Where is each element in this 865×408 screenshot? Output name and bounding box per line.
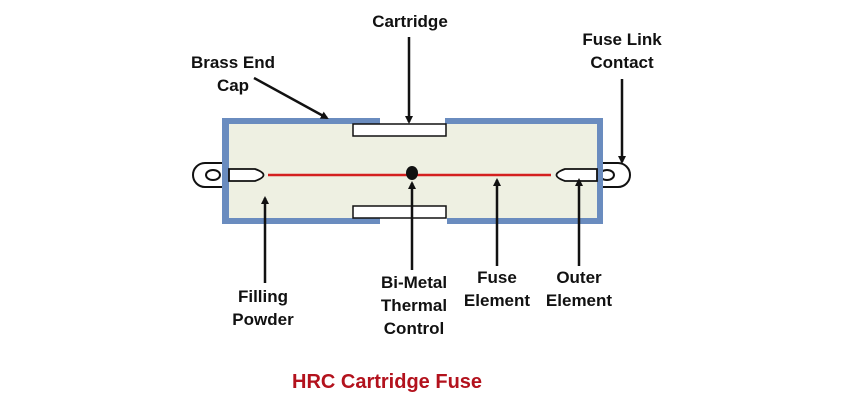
cartridge-top [352, 123, 447, 137]
inner-terminal-left [228, 168, 265, 182]
bimetal-blob [406, 166, 418, 180]
label-filling-powder: Filling Powder [232, 287, 294, 329]
left-contact [192, 162, 222, 188]
arrow-brass-end-cap [253, 76, 329, 120]
label-cartridge: Cartridge [372, 12, 448, 31]
diagram-title: HRC Cartridge Fuse [292, 371, 483, 393]
label-fuse-element: Fuse Element [463, 268, 531, 310]
label-fuse-link-contact: Fuse Link Contact [582, 30, 662, 72]
label-brass-end-cap: Brass End Cap [190, 53, 276, 95]
label-outer-element: Outer Element [545, 268, 613, 310]
label-bimetal-thermal-control: Bi-Metal Thermal Control [380, 273, 448, 338]
cartridge-bottom [352, 205, 447, 219]
right-contact [599, 162, 631, 188]
inner-terminal-right [555, 168, 598, 182]
